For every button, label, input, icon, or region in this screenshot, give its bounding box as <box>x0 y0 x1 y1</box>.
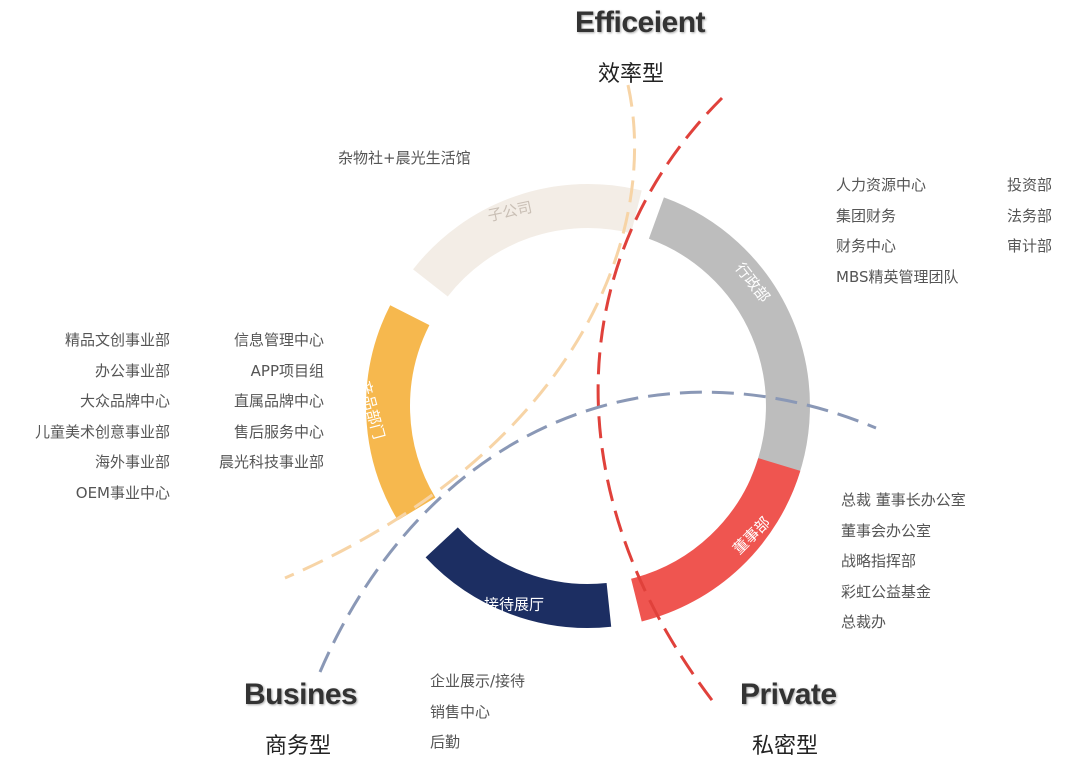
list-item: 集团财务 <box>836 206 897 225</box>
business-subtitle: 商务型 <box>265 734 332 759</box>
ring-segment-subsidiary <box>413 183 642 297</box>
ring-segment-admin <box>648 197 810 497</box>
list-item: 精品文创事业部 <box>64 331 170 349</box>
list-item: 法务部 <box>1007 206 1053 225</box>
efficient-title: Efficeient <box>575 6 706 39</box>
efficient-boundary-curve <box>284 84 637 580</box>
list-item: 总裁 董事长办公室 <box>841 491 966 509</box>
business-boundary-curve <box>318 390 877 673</box>
list-item: 后勤 <box>430 733 461 752</box>
list-item: 信息管理中心 <box>233 331 324 349</box>
list-item: 杂物社+晨光生活馆 <box>338 149 471 167</box>
private-boundary-curve <box>596 96 724 709</box>
list-item: OEM事业中心 <box>75 483 170 502</box>
admin-list-right: 投资部 法务部 审计部 <box>1007 170 1052 262</box>
list-item: 人力资源中心 <box>836 176 927 194</box>
list-item: MBS精英管理团队 <box>836 267 959 286</box>
list-item: 投资部 <box>1007 176 1053 194</box>
board-list: 总裁 董事长办公室 董事会办公室 战略指挥部 彩虹公益基金 总裁办 <box>841 485 966 638</box>
list-item: 售后服务中心 <box>233 422 324 441</box>
private-title: Private <box>740 678 837 711</box>
private-subtitle: 私密型 <box>752 734 819 759</box>
efficient-subtitle: 效率型 <box>598 62 665 87</box>
segment-label-reception: 接待展厅 <box>484 596 544 614</box>
list-item: 总裁办 <box>841 613 887 632</box>
ring-segment-product <box>366 305 436 521</box>
subsidiary-list: 杂物社+晨光生活馆 <box>338 143 471 174</box>
list-item: APP项目组 <box>250 361 324 380</box>
list-item: 战略指挥部 <box>841 552 917 571</box>
list-item: 销售中心 <box>430 702 491 721</box>
list-item: 审计部 <box>1007 237 1053 256</box>
ring-segment-board <box>630 457 801 622</box>
list-item: 海外事业部 <box>94 453 170 472</box>
list-item: 办公事业部 <box>94 361 170 380</box>
list-item: 大众品牌中心 <box>79 392 170 411</box>
reception-list: 企业展示/接待 销售中心 后勤 <box>430 666 525 758</box>
list-item: 晨光科技事业部 <box>218 453 324 472</box>
list-item: 儿童美术创意事业部 <box>34 422 170 441</box>
business-title: Busines <box>244 678 358 711</box>
product-list-left: 精品文创事业部 办公事业部 大众品牌中心 儿童美术创意事业部 海外事业部 OEM… <box>35 325 170 509</box>
list-item: 企业展示/接待 <box>430 672 526 690</box>
list-item: 财务中心 <box>836 237 897 256</box>
admin-list-left: 人力资源中心 集团财务 财务中心 MBS精英管理团队 <box>836 170 959 292</box>
list-item: 彩虹公益基金 <box>841 582 932 601</box>
product-list-right: 信息管理中心 APP项目组 直属品牌中心 售后服务中心 晨光科技事业部 <box>219 325 324 478</box>
list-item: 直属品牌中心 <box>233 392 324 411</box>
list-item: 董事会办公室 <box>841 521 932 540</box>
ring-segment-reception <box>425 527 612 628</box>
